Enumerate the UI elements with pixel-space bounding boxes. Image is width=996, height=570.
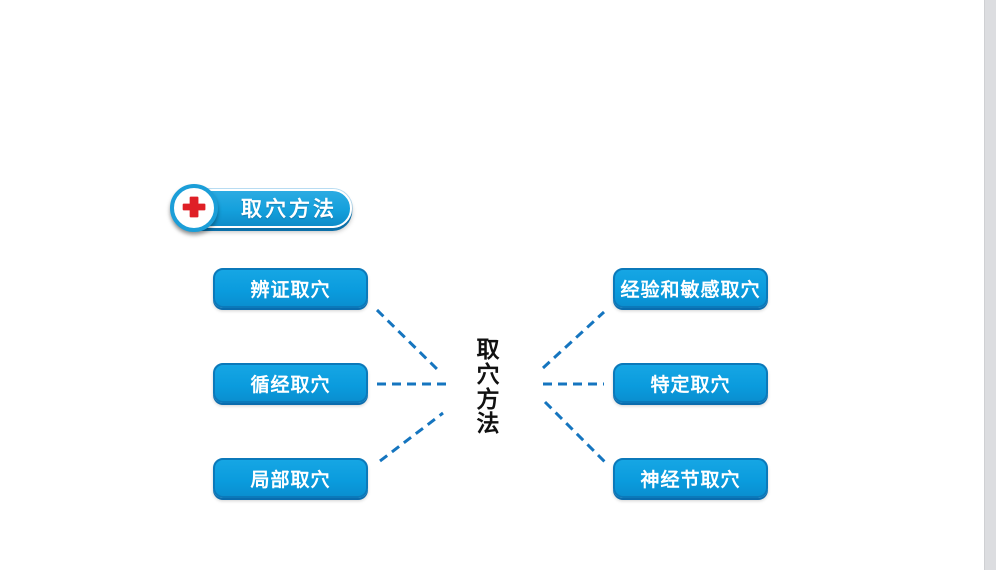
- connector-right-bottom: [543, 400, 607, 464]
- section-title-badge: 取穴方法: [170, 184, 356, 232]
- node-label: 辨证取穴: [250, 279, 331, 301]
- node-jingyan-mingan: 经验和敏感取穴: [613, 268, 768, 308]
- node-label: 特定取穴: [650, 374, 731, 396]
- section-title: 取穴方法: [241, 198, 337, 221]
- diagram-center-label: 取穴方法: [476, 336, 500, 437]
- connector-left-bottom: [379, 411, 444, 463]
- node-label: 循经取穴: [250, 374, 331, 396]
- node-label: 局部取穴: [250, 469, 331, 491]
- connector-left-top: [375, 308, 442, 374]
- scrollbar-track[interactable]: [984, 0, 996, 570]
- badge-circle: [170, 184, 218, 232]
- node-teding: 特定取穴: [613, 363, 768, 403]
- node-xunjing: 循经取穴: [213, 363, 368, 403]
- node-bianzheng: 辨证取穴: [213, 268, 368, 308]
- node-label: 神经节取穴: [640, 469, 741, 491]
- node-label: 经验和敏感取穴: [620, 279, 761, 301]
- node-jubu: 局部取穴: [213, 458, 368, 498]
- connector-right-top: [541, 310, 606, 370]
- medical-cross-icon: [182, 196, 206, 218]
- node-shenjingjie: 神经节取穴: [613, 458, 768, 498]
